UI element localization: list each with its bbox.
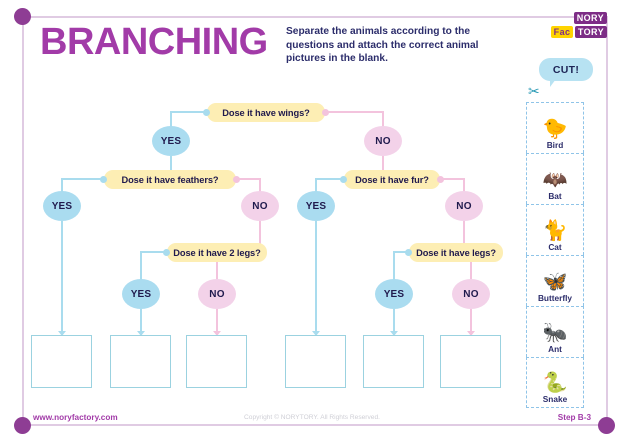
answer-node-fur-yes: YES: [297, 191, 335, 221]
butterfly-icon: 🦋: [542, 271, 568, 293]
link-fur-no-v: [463, 178, 465, 192]
link-feathers-yes-to-box: [61, 221, 63, 336]
flowchart: Dose it have wings? YES NO Dose it have …: [31, 103, 503, 388]
cut-card-snake[interactable]: 🐍 Snake: [526, 357, 584, 408]
arrow-box-1: [58, 331, 66, 336]
link-2legs-yes-to-box: [140, 309, 142, 336]
arrow-box-2: [137, 331, 145, 336]
answer-drop-box[interactable]: [110, 335, 171, 388]
frame-right-line: [606, 16, 608, 426]
link-feathers-no-v: [259, 178, 261, 192]
corner-dot-bottom-right: [598, 417, 615, 434]
link-feathers-yes-h: [61, 178, 103, 180]
answer-node-wings-yes: YES: [152, 126, 190, 156]
cut-card-cat[interactable]: 🐈 Cat: [526, 204, 584, 255]
link-wings-yes-v: [170, 111, 172, 128]
question-node-fur: Dose it have fur?: [344, 170, 440, 189]
scissors-icon: ✂: [528, 83, 540, 99]
cut-card-label: Bird: [546, 140, 564, 150]
cat-icon: 🐈: [542, 220, 568, 242]
instructions-text: Separate the animals according to the qu…: [286, 26, 479, 64]
answer-node-wings-no: NO: [364, 126, 402, 156]
cut-card-ant[interactable]: 🐜 Ant: [526, 306, 584, 357]
link-wings-yes-h: [170, 111, 207, 113]
question-node-wings: Dose it have wings?: [207, 103, 325, 122]
connector-nub-legs-left: [405, 249, 412, 256]
cut-card-label: Bat: [548, 191, 562, 201]
cut-card-label: Snake: [542, 394, 568, 404]
question-node-feathers: Dose it have feathers?: [104, 170, 236, 189]
link-feathers-yes-v: [61, 178, 63, 192]
logo-nory-text: NORY: [573, 12, 607, 24]
connector-nub-fur-left: [340, 176, 347, 183]
connector-nub-2legs-left: [163, 249, 170, 256]
link-2legs-yes-h: [140, 251, 166, 253]
corner-dot-top-left: [14, 8, 31, 25]
link-fur-yes-to-box: [315, 221, 317, 336]
cut-card-butterfly[interactable]: 🦋 Butterfly: [526, 255, 584, 306]
frame-top-line: [22, 16, 608, 18]
link-legs-yes-to-box: [393, 309, 395, 336]
page-title: BRANCHING: [40, 21, 268, 63]
link-2legs-no-to-box: [216, 309, 218, 336]
link-wings-no-v: [382, 111, 384, 128]
ant-icon: 🐜: [542, 322, 568, 344]
cut-card-bat[interactable]: 🦇 Bat: [526, 153, 584, 204]
bird-icon: 🐤: [542, 118, 568, 140]
answer-drop-box[interactable]: [186, 335, 247, 388]
arrow-box-6: [467, 331, 475, 336]
frame-left-line: [22, 16, 24, 426]
logo-tory-text: TORY: [574, 25, 607, 38]
link-legs-yes-h: [393, 251, 408, 253]
link-no-to-fur: [382, 156, 384, 173]
link-fur-yes-v: [315, 178, 317, 192]
answer-drop-box[interactable]: [285, 335, 346, 388]
answer-drop-box[interactable]: [440, 335, 501, 388]
arrow-box-3: [213, 331, 221, 336]
corner-dot-bottom-left: [14, 417, 31, 434]
link-yes-to-feathers: [170, 156, 172, 173]
cut-card-bird[interactable]: 🐤 Bird: [526, 102, 584, 153]
answer-node-legs-yes: YES: [375, 279, 413, 309]
cut-speech-bubble-tail: [550, 79, 556, 87]
cut-out-panel: CUT! ✂ 🐤 Bird 🦇 Bat 🐈 Cat 🦋 Butterfly 🐜: [520, 58, 594, 410]
answer-node-feathers-yes: YES: [43, 191, 81, 221]
brand-logo: NORY Fac TORY: [549, 12, 607, 39]
link-feathers-no-h: [236, 178, 260, 180]
logo-fac-text: Fac: [550, 25, 574, 38]
question-node-legs: Dose it have legs?: [409, 243, 503, 262]
answer-node-fur-no: NO: [445, 191, 483, 221]
footer-copyright: Copyright © NORYTORY. All Rights Reserve…: [244, 414, 380, 421]
link-2legs-yes-v: [140, 251, 142, 280]
link-2legs-no-v: [216, 262, 218, 280]
answer-node-2legs-yes: YES: [122, 279, 160, 309]
answer-drop-box[interactable]: [363, 335, 424, 388]
link-legs-no-v: [470, 262, 472, 280]
cut-card-label: Cat: [548, 242, 562, 252]
answer-node-2legs-no: NO: [198, 279, 236, 309]
answer-drop-box[interactable]: [31, 335, 92, 388]
link-no-to-legs: [463, 221, 465, 246]
question-node-2legs: Dose it have 2 legs?: [167, 243, 267, 262]
link-legs-no-to-box: [470, 309, 472, 336]
answer-node-feathers-no: NO: [241, 191, 279, 221]
link-fur-no-h: [440, 178, 464, 180]
arrow-box-5: [390, 331, 398, 336]
frame-bottom-line: [22, 424, 608, 426]
cut-card-label: Ant: [548, 344, 562, 354]
snake-icon: 🐍: [542, 372, 568, 394]
link-no-to-2legs: [259, 221, 261, 246]
link-fur-yes-h: [315, 178, 343, 180]
arrow-box-4: [312, 331, 320, 336]
link-wings-no-h: [325, 111, 383, 113]
footer-website-link[interactable]: www.noryfactory.com: [33, 413, 118, 422]
link-legs-yes-v: [393, 251, 395, 280]
answer-node-legs-no: NO: [452, 279, 490, 309]
connector-nub-feathers-left: [100, 176, 107, 183]
cut-speech-bubble: CUT!: [539, 58, 593, 81]
cut-card-strip: 🐤 Bird 🦇 Bat 🐈 Cat 🦋 Butterfly 🐜 Ant 🐍: [526, 102, 584, 408]
bat-icon: 🦇: [542, 169, 568, 191]
footer-step-label: Step B-3: [557, 413, 591, 422]
cut-card-label: Butterfly: [537, 293, 573, 303]
